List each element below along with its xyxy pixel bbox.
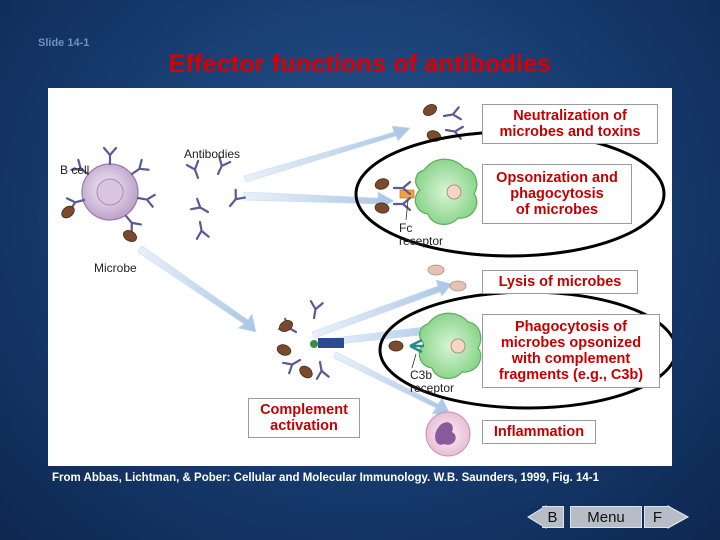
microbe-icon bbox=[373, 176, 391, 192]
phagocyte-icon bbox=[418, 312, 482, 379]
label-microbe: Microbe bbox=[94, 261, 137, 275]
microbe-icon bbox=[121, 227, 139, 245]
lysed-microbe-icon bbox=[449, 280, 467, 292]
box-lysis: Lysis of microbes bbox=[482, 270, 638, 294]
phagocyte-icon bbox=[414, 158, 478, 225]
antibody-icon bbox=[441, 106, 462, 124]
label-antibodies: Antibodies bbox=[184, 147, 241, 161]
figure-caption: From Abbas, Lichtman, & Pober: Cellular … bbox=[52, 472, 599, 484]
slide-number: Slide 14-1 bbox=[38, 37, 90, 49]
lysed-microbe-icon bbox=[427, 264, 445, 276]
box-inflammation: Inflammation bbox=[482, 420, 596, 444]
microbe-icon bbox=[421, 101, 439, 119]
complement-cluster bbox=[275, 300, 344, 381]
nav-menu-button[interactable]: Menu bbox=[570, 506, 642, 528]
nav-forward-button[interactable]: F bbox=[644, 506, 670, 528]
inflammatory-cell-icon bbox=[425, 411, 471, 457]
label-b-cell: B cell bbox=[60, 163, 90, 177]
diagram-graphics bbox=[59, 101, 672, 457]
flow-arrows bbox=[137, 125, 463, 415]
c3b-receptor-icon bbox=[409, 338, 424, 354]
slide-title: Effector functions of antibodies bbox=[168, 50, 552, 78]
forward-arrow-icon bbox=[667, 505, 690, 529]
microbe-icon bbox=[388, 340, 404, 352]
box-phagocytosis-complement: Phagocytosis of microbes opsonized with … bbox=[482, 314, 660, 388]
antibody-cluster bbox=[185, 155, 246, 240]
b-cell-icon bbox=[65, 146, 156, 234]
nav-back-button[interactable]: B bbox=[542, 506, 564, 528]
